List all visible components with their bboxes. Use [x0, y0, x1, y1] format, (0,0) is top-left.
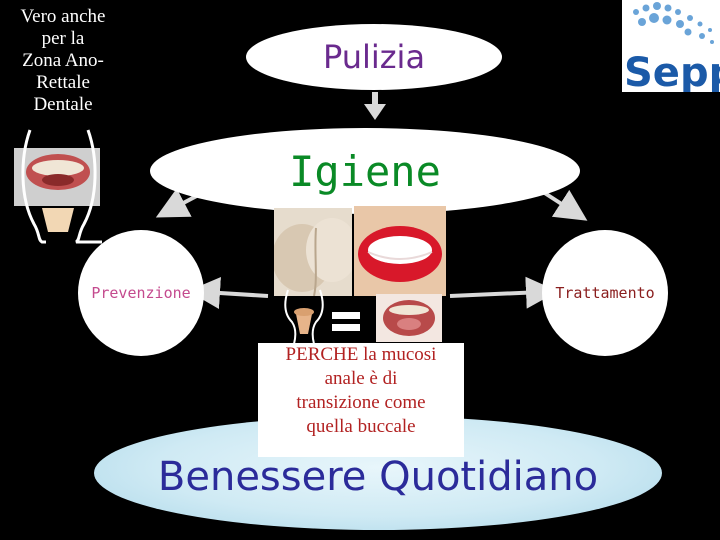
- open-mouth-photo: [376, 294, 442, 342]
- reason-line: anale è di: [324, 368, 398, 389]
- arrow-to-prevenzione: [188, 277, 269, 309]
- node-prevenzione-label: Prevenzione: [91, 284, 191, 302]
- node-igiene: Igiene: [150, 128, 580, 214]
- smile-photo: [354, 206, 446, 296]
- down-arrow-icon: [364, 92, 386, 120]
- node-prevenzione: Prevenzione: [78, 230, 204, 356]
- side-note-line: Dentale: [33, 94, 93, 115]
- side-note-line: Rettale: [36, 72, 90, 93]
- reason-line: PERCHE la mucosi: [285, 344, 437, 365]
- node-pulizia: Pulizia: [246, 24, 502, 90]
- side-note-line: per la: [41, 28, 85, 49]
- node-igiene-label: Igiene: [289, 146, 441, 196]
- equals-sign: [332, 312, 360, 332]
- node-trattamento-label: Trattamento: [555, 284, 655, 302]
- mouth-illustration: [14, 129, 102, 244]
- side-note-line: Zona Ano-: [22, 50, 104, 71]
- side-note: Vero anche per la Zona Ano- Rettale Dent…: [4, 6, 122, 116]
- node-benessere-label: Benessere Quotidiano: [157, 454, 599, 500]
- reason-line: quella buccale: [306, 416, 416, 437]
- side-note-line: Vero anche: [20, 6, 106, 27]
- arrow-to-trattamento: [449, 276, 558, 309]
- node-pulizia-label: Pulizia: [322, 38, 426, 76]
- logo-wordmark: Sepp: [624, 50, 720, 92]
- reason-text: PERCHE la mucosi anale è di transizione …: [258, 343, 464, 439]
- reason-box: [258, 343, 464, 457]
- node-trattamento: Trattamento: [542, 230, 668, 356]
- buttocks-photo: [274, 208, 352, 296]
- reason-line: transizione come: [296, 392, 426, 413]
- anatomy-drawing: [284, 289, 324, 349]
- sepp-logo: Sepp: [622, 0, 720, 96]
